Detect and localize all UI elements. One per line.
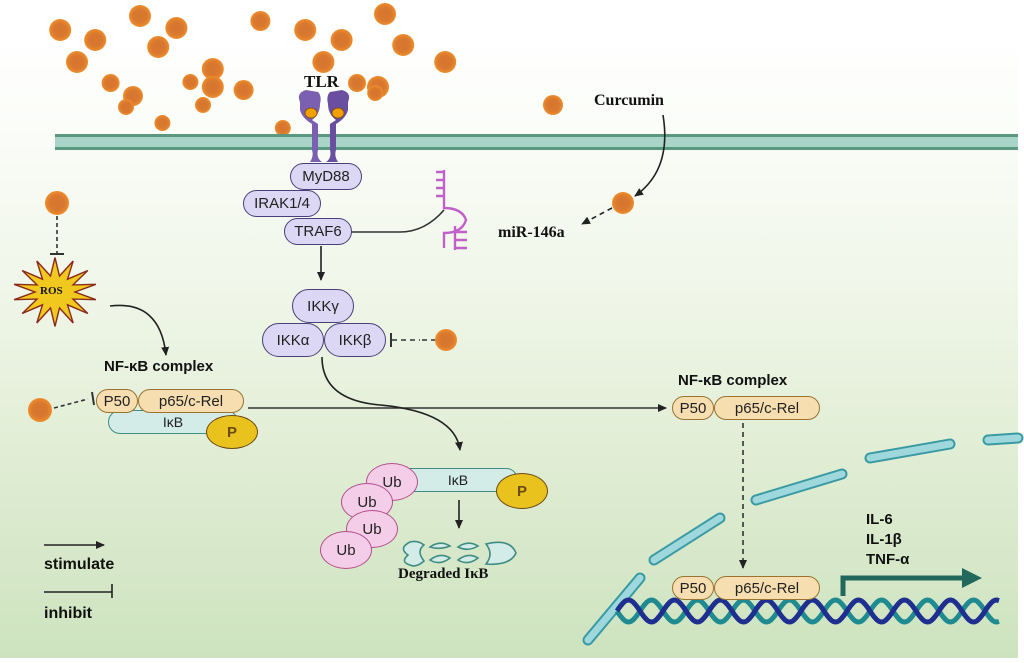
curcumin-molecule: [195, 97, 211, 113]
curcumin-dot-mir: [612, 192, 634, 214]
ikk-alpha-protein: IKKα: [262, 323, 324, 357]
curcumin-molecule: [129, 5, 151, 27]
legend-stimulate-label: stimulate: [44, 556, 115, 573]
ikb-ubiquitinated: IκB: [398, 468, 518, 492]
transcription-arrowhead: [962, 568, 982, 588]
curcumin-molecule: [201, 58, 224, 80]
ubiquitin-4: Ub: [320, 531, 372, 569]
ikk-beta-protein: IKKβ: [324, 323, 386, 357]
curcumin-molecule: [165, 17, 188, 39]
curcumin-molecule: [147, 36, 170, 58]
mir146a-label: miR-146a: [498, 224, 565, 241]
curcumin-molecule: [374, 3, 396, 25]
curcumin-molecule: [392, 34, 415, 56]
cytokine-il6: IL-6: [866, 511, 893, 528]
curcumin-molecule: [250, 11, 271, 31]
nucleus-membrane-segment: [650, 514, 724, 564]
p65-right: p65/c-Rel: [714, 396, 820, 420]
curcumin-molecule: [233, 80, 254, 100]
mirna-icon: [436, 170, 468, 250]
degraded-ikb-icon: [402, 540, 517, 567]
curcumin-molecule: [101, 74, 120, 92]
traf6-protein: TRAF6: [284, 218, 352, 245]
curcumin-dot-nfkb: [28, 398, 52, 422]
curcumin-molecule: [348, 74, 366, 92]
curcumin-molecules-extracellular: [49, 3, 563, 136]
curcumin-molecule: [312, 51, 335, 73]
nfkb-complex-left-label: NF-κB complex: [104, 358, 214, 375]
ubiquitin-1: Ub: [366, 463, 418, 501]
nucleus-membrane-segment: [984, 434, 1022, 444]
nucleus-envelope: [582, 432, 1024, 646]
p65-left: p65/c-Rel: [138, 389, 244, 413]
phosphate-center: P: [496, 473, 548, 509]
ikk-ikb-arrow: [321, 356, 463, 451]
curcumin-dot-ikk: [435, 329, 457, 351]
nucleus-membrane-segment: [752, 470, 846, 504]
cell-membrane: [55, 134, 1018, 150]
nfkb-inhibit-bar: [91, 391, 95, 406]
tlr-label: TLR: [304, 72, 339, 91]
ikk-gamma-protein: IKKγ: [292, 289, 354, 323]
legend-inhibit-label: inhibit: [44, 605, 92, 622]
dna-strand: [614, 597, 1000, 625]
curcumin-molecule: [330, 29, 353, 51]
curcumin-molecule: [434, 51, 457, 73]
p65-nuclear: p65/c-Rel: [714, 576, 820, 600]
nucleus-membrane-segment: [584, 574, 644, 644]
mir-traf6-inhibit-line: [330, 209, 445, 233]
ros-burst-icon: [13, 257, 97, 327]
dna-helix-icon: [614, 597, 1000, 625]
curcumin-molecule: [274, 120, 291, 136]
nucleus-membrane-segment: [866, 440, 954, 462]
curcumin-molecule: [154, 115, 171, 131]
ikb-center-label: IκB: [447, 472, 469, 488]
curcumin-molecule: [294, 19, 317, 41]
cytokine-il1b: IL-1β: [866, 531, 902, 548]
dna-strand: [614, 597, 1000, 625]
ros-nfkb-arrow: [109, 304, 170, 356]
p50-left: P50: [96, 389, 138, 413]
ros-label: ROS: [40, 285, 63, 297]
curcumin-molecule: [66, 51, 88, 73]
curcumin-molecule: [367, 85, 384, 101]
myd88-protein: MyD88: [290, 163, 362, 190]
curcumin-molecule: [543, 95, 563, 115]
cytokine-list: IL-6 IL-1β TNF-α: [866, 510, 909, 570]
curcumin-molecule: [182, 74, 199, 90]
curcumin-molecule: [118, 99, 134, 115]
curcumin-mir-dashed-arrow: [581, 207, 613, 225]
phosphate-left: P: [206, 415, 258, 449]
transcription-arrow: [840, 575, 966, 596]
curcumin-dot-ros: [45, 191, 69, 215]
irak-protein: IRAK1/4: [243, 190, 321, 217]
nfkb-inhibit-dashed: [53, 398, 89, 409]
p50-nuclear: P50: [672, 576, 714, 600]
degraded-ikb-label: Degraded IκB: [398, 566, 489, 582]
nfkb-complex-right-label: NF-κB complex: [678, 372, 788, 389]
ikb-left-label: IκB: [162, 414, 184, 430]
curcumin-label: Curcumin: [594, 92, 664, 109]
p50-right: P50: [672, 396, 714, 420]
curcumin-molecule: [201, 76, 224, 98]
curcumin-molecule: [49, 19, 72, 41]
tlr-receptor-icon: [298, 90, 350, 162]
cytokine-tnfa: TNF-α: [866, 551, 910, 568]
curcumin-entry-arrow: [634, 114, 666, 197]
curcumin-molecule: [84, 29, 107, 51]
